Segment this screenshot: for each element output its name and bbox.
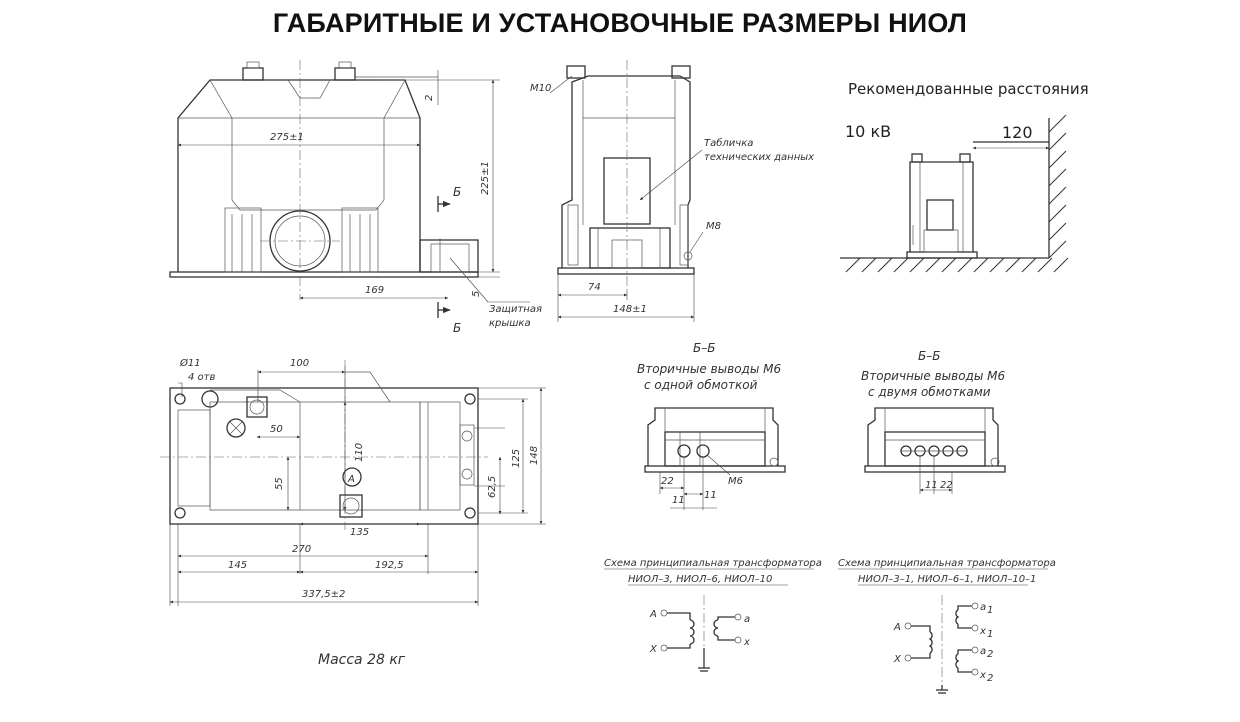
section-single-d11b: 11	[704, 490, 717, 501]
scheme-double-a2: a	[980, 646, 986, 657]
scheme-single-models: НИОЛ–3, НИОЛ–6, НИОЛ–10	[628, 574, 772, 585]
dim-125-label: 125	[511, 449, 522, 468]
section-double-d11: 11	[925, 480, 938, 491]
dim-foot-label: 5	[471, 291, 482, 297]
scheme-double-a1: a	[980, 602, 986, 613]
plate-label-line1: Табличка	[704, 137, 753, 149]
cover-label-line1: Защитная	[489, 304, 542, 315]
front-view-body	[169, 60, 479, 300]
scheme-single-A: A	[649, 609, 657, 620]
section-double-line1: Вторичные выводы М6	[861, 369, 1005, 383]
dim-148-label: 148	[529, 446, 540, 465]
scheme-single-a: a	[744, 614, 750, 625]
dim-side-width-label: 148±1	[613, 304, 647, 315]
section-double-line2: с двумя обмотками	[868, 385, 991, 399]
plate-label-line2: технических данных	[704, 152, 814, 163]
section-double-d22: 22	[940, 480, 953, 491]
ground-thread-label: M8	[706, 221, 721, 232]
dim-55-label: 55	[274, 477, 285, 490]
page-title: ГАБАРИТНЫЕ И УСТАНОВОЧНЫЕ РАЗМЕРЫ НИОЛ	[272, 8, 968, 38]
plan-view-body: A	[160, 360, 488, 530]
holes-label-line2: 4 отв	[188, 372, 215, 383]
section-single-title: Б–Б	[693, 341, 715, 355]
scheme-double-x1-sub: 1	[987, 629, 993, 640]
scheme-double-x1: x	[979, 626, 986, 637]
scheme-double-models: НИОЛ–3–1, НИОЛ–6–1, НИОЛ–10–1	[858, 574, 1036, 585]
section-double-title: Б–Б	[918, 349, 940, 363]
dim-3375-label: 337,5±2	[302, 589, 345, 600]
terminal-a-symbol: A	[347, 474, 355, 485]
section-single-d11a: 11	[672, 495, 685, 506]
scheme-double-A: A	[893, 622, 901, 633]
dim-145-label: 145	[228, 560, 247, 571]
side-view: M10 Табличка технических данных M8 74 14…	[530, 60, 814, 322]
scheme-double-a1-sub: 1	[987, 605, 993, 616]
section-single-line1: Вторичные выводы М6	[637, 362, 781, 376]
scheme-double-a2-sub: 2	[987, 649, 993, 660]
recommended-title: Рекомендованные расстояния	[848, 80, 1089, 98]
section-single-thread: М6	[728, 476, 743, 487]
dim-offset-label: 169	[365, 285, 384, 296]
scheme-double-X: X	[893, 654, 902, 665]
floor-hatching	[845, 257, 1069, 273]
dim-top-gap-label: 2	[424, 95, 435, 101]
dim-1925-label: 192,5	[375, 560, 404, 571]
plan-view: A Ø11 4 отв 100 50 110 55 135	[160, 357, 546, 668]
dim-height-label: 225±1	[480, 161, 491, 195]
dim-625-label: 62,5	[487, 476, 498, 498]
dim-135-label: 135	[350, 527, 369, 538]
section-mark-bottom: Б	[453, 321, 461, 335]
plan-view-dimensions: Ø11 4 отв 100 50 110 55 135 270 145 192,…	[169, 357, 546, 606]
mass-label: Масса 28 кг	[318, 652, 406, 668]
scheme-double: Схема принципиальная трансформатора НИОЛ…	[838, 558, 1056, 694]
section-single-winding: Б–Б Вторичные выводы М6 с одной обмоткой…	[637, 341, 786, 510]
front-view-dimensions: 275±1 225±1 2 5 169 Б Б Защитная крышка	[177, 70, 542, 335]
section-single-line2: с одной обмоткой	[644, 378, 758, 392]
dim-50-label: 50	[270, 424, 283, 435]
dim-270-label: 270	[292, 544, 311, 555]
wall-hatching	[1048, 114, 1067, 259]
voltage-label: 10 кВ	[845, 122, 891, 141]
scheme-single-x: x	[743, 637, 750, 648]
section-double-winding: Б–Б Вторичные выводы М6 с двумя обмоткам…	[861, 349, 1006, 494]
section-mark-top: Б	[453, 185, 461, 199]
dim-inner-label: 74	[588, 282, 601, 293]
side-view-labels: M10 Табличка технических данных M8 74 14…	[530, 75, 814, 322]
section-single-d22: 22	[661, 476, 674, 487]
dim-100-label: 100	[290, 358, 309, 369]
scheme-single-X: X	[649, 644, 658, 655]
scheme-single-title: Схема принципиальная трансформатора	[604, 558, 822, 569]
side-view-body	[557, 60, 695, 290]
top-thread-label: M10	[530, 83, 551, 94]
dim-width-label: 275±1	[270, 132, 304, 143]
transformer-side-sketch	[906, 153, 978, 259]
dim-110-label: 110	[354, 443, 365, 462]
scheme-double-title: Схема принципиальная трансформатора	[838, 558, 1056, 569]
cover-label-line2: крышка	[489, 318, 531, 329]
holes-label-line1: Ø11	[179, 357, 201, 369]
recommended-distances: Рекомендованные расстояния 10 кВ 120	[840, 80, 1089, 273]
scheme-double-x2: x	[979, 670, 986, 681]
scheme-single: Схема принципиальная трансформатора НИОЛ…	[604, 558, 822, 672]
distance-label: 120	[1002, 123, 1033, 142]
front-view: 275±1 225±1 2 5 169 Б Б Защитная крышка	[169, 60, 542, 335]
scheme-double-x2-sub: 2	[987, 673, 993, 684]
